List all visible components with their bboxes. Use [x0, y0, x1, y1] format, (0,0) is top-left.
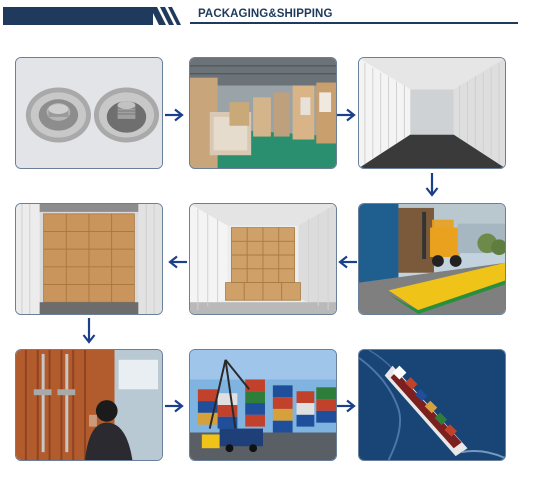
- photo-warehouse: [189, 57, 337, 169]
- header-stripes-icon: [150, 7, 181, 25]
- section-header: PACKAGING&SHIPPING: [0, 0, 545, 40]
- arrow-left-icon: [338, 255, 357, 269]
- photo-container-sealing: [15, 349, 163, 461]
- arrow-left-icon: [168, 255, 187, 269]
- header-band: [3, 7, 153, 25]
- section-title: PACKAGING&SHIPPING: [198, 8, 333, 20]
- photo-metal-caps: [15, 57, 163, 169]
- photo-container-fully-loaded: [15, 203, 163, 315]
- arrow-down-icon: [82, 318, 96, 344]
- arrow-right-icon: [165, 108, 184, 122]
- photo-forklift-loading: [358, 203, 506, 315]
- arrow-right-icon: [337, 108, 356, 122]
- arrow-right-icon: [337, 399, 356, 413]
- arrow-right-icon: [165, 399, 184, 413]
- photo-empty-container: [358, 57, 506, 169]
- photo-port-terminal: [189, 349, 337, 461]
- photo-container-partially-loaded: [189, 203, 337, 315]
- arrow-down-icon: [425, 173, 439, 197]
- photo-cargo-ship: [358, 349, 506, 461]
- title-underline: [190, 22, 518, 24]
